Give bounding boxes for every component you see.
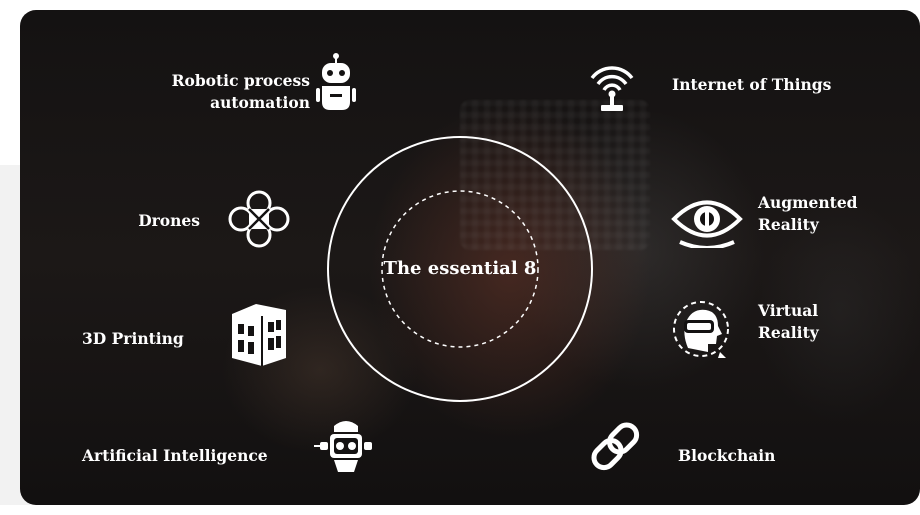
robot-icon bbox=[314, 52, 358, 114]
vr-headset-icon bbox=[670, 294, 732, 364]
eye-icon bbox=[670, 190, 744, 248]
label-artificial-intelligence: Artificial Intelligence bbox=[82, 446, 268, 465]
label-augmented-reality: Augmented Reality bbox=[758, 193, 858, 234]
label-virtual-reality: Virtual Reality bbox=[758, 301, 819, 342]
label-drones: Drones bbox=[138, 211, 200, 230]
label-internet-of-things: Internet of Things bbox=[672, 75, 832, 94]
drone-icon bbox=[226, 190, 292, 248]
label-3d-printing: 3D Printing bbox=[82, 329, 184, 348]
center-ring bbox=[327, 136, 593, 402]
background-photo bbox=[460, 100, 650, 250]
inner-dashed-circle bbox=[381, 190, 539, 348]
center-label: The essential 8 bbox=[383, 258, 537, 279]
antenna-icon bbox=[584, 52, 640, 114]
diagram-card: The essential 8 Robotic process automati… bbox=[20, 10, 920, 505]
printed-building-icon bbox=[226, 300, 292, 370]
label-robotic-process-automation: Robotic process automation bbox=[171, 71, 310, 112]
chain-link-icon bbox=[586, 414, 646, 480]
label-blockchain: Blockchain bbox=[678, 446, 776, 465]
ai-robot-head-icon bbox=[312, 414, 380, 480]
outer-circle bbox=[327, 136, 593, 402]
